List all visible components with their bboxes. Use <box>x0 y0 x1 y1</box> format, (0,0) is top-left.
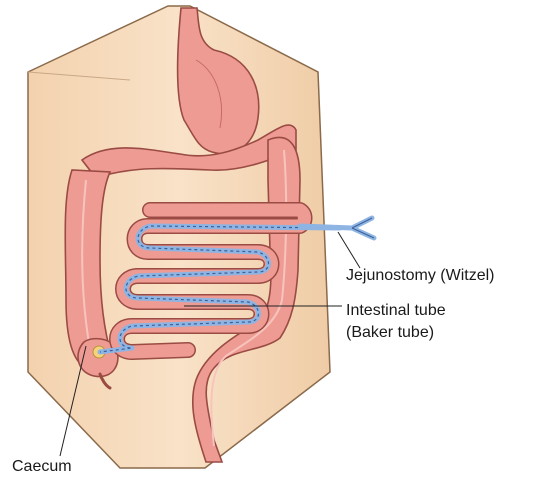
baker-tube-label: (Baker tube) <box>346 323 434 343</box>
caecum-label: Caecum <box>12 457 72 477</box>
intestinal-tube-label: Intestinal tube <box>346 301 446 321</box>
leader-jejunostomy <box>338 232 360 268</box>
jejunostomy-label: Jejunostomy (Witzel) <box>346 266 494 286</box>
